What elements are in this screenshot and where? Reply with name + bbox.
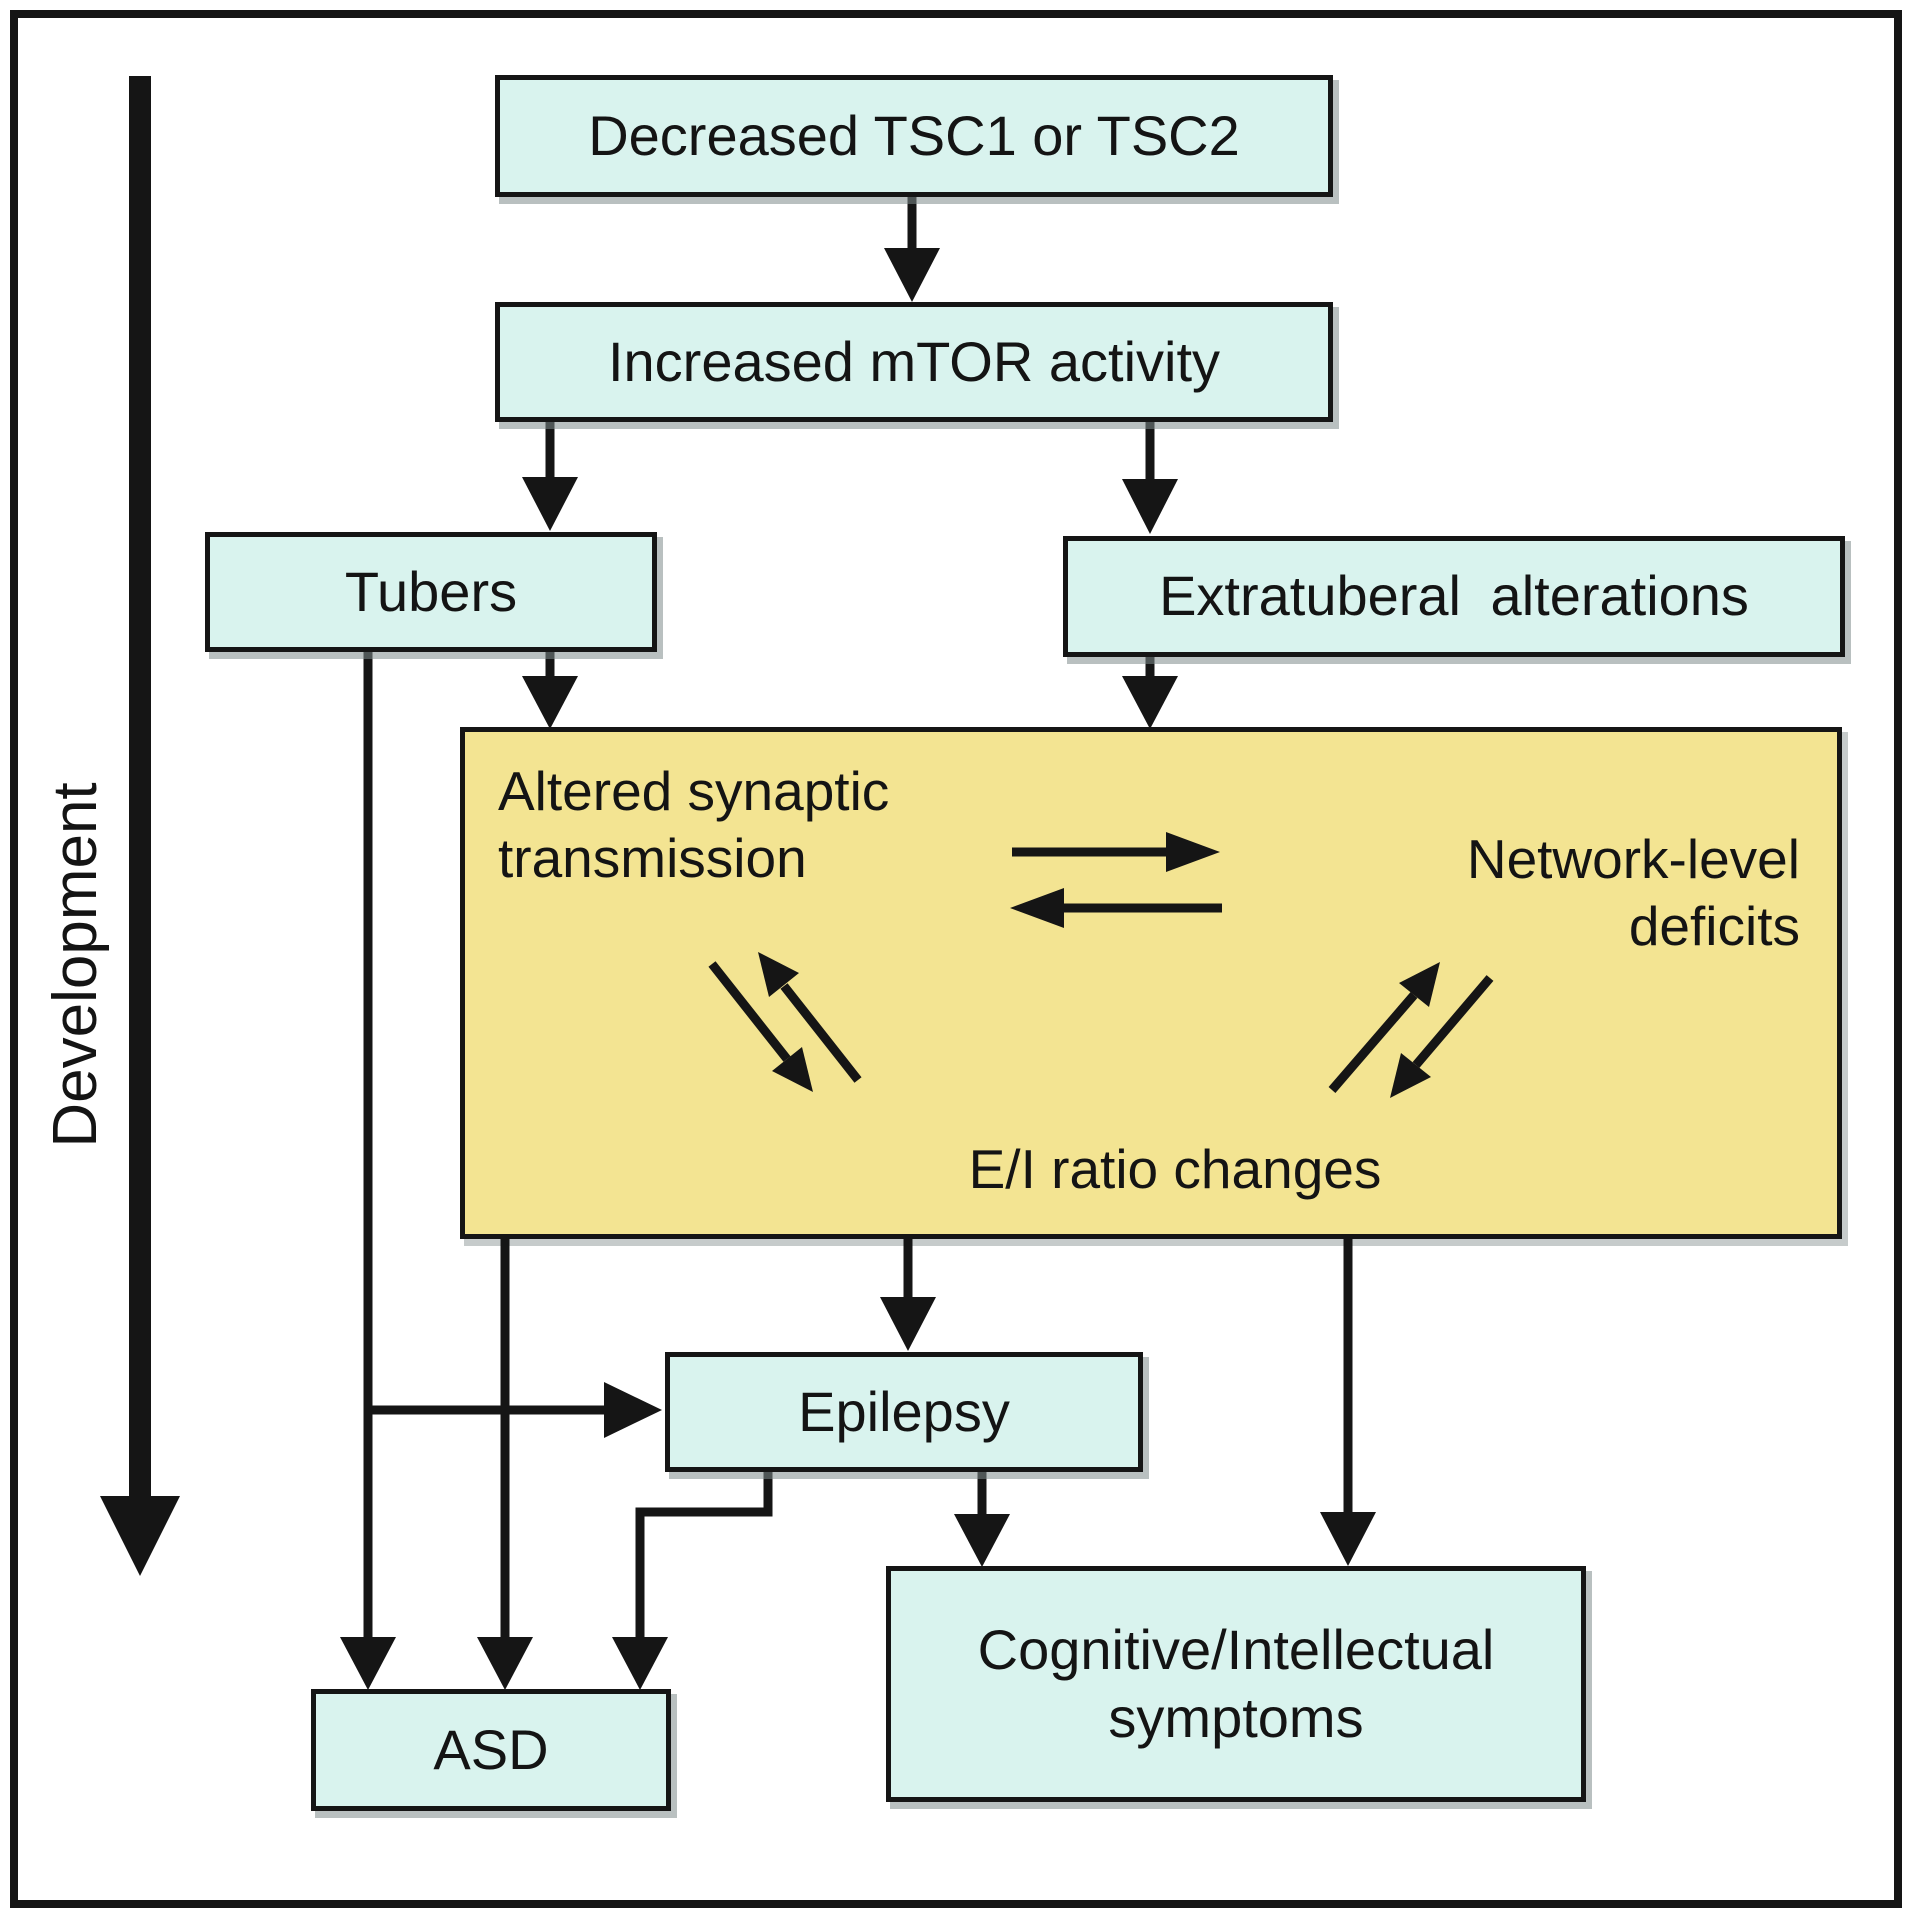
node-decreased-tsc-label: Decreased TSC1 or TSC2	[588, 103, 1240, 167]
label-ei-ratio: E/I ratio changes	[968, 1138, 1382, 1200]
arrow-ei-to-altered-head-icon	[758, 952, 799, 997]
arrow-extratuberal-to-eibox-head-icon	[1122, 676, 1178, 729]
development-axis-label: Development	[41, 782, 110, 1148]
arrow-altered-to-network-head-icon	[1166, 832, 1220, 872]
node-asd: ASD	[311, 1689, 671, 1811]
node-cognitive-line1: Cognitive/Intellectual	[977, 1617, 1495, 1681]
arrow-tsc-to-mtor-head-icon	[884, 248, 940, 302]
node-asd-label: ASD	[433, 1717, 549, 1781]
ei-interaction-box	[460, 727, 1842, 1239]
label-altered-line1: Altered synaptic	[498, 760, 890, 822]
node-cognitive-line2: symptoms	[1108, 1686, 1364, 1749]
node-increased-mtor-label: Increased mTOR activity	[607, 329, 1221, 393]
arrow-ei-to-network-head-icon	[1399, 962, 1440, 1007]
node-extratuberal-label: Extratuberal alterations	[1159, 564, 1749, 628]
node-decreased-tsc: Decreased TSC1 or TSC2	[495, 75, 1333, 197]
outer-border	[10, 10, 1902, 1908]
arrow-tubers-to-eibox-head-icon	[522, 676, 578, 729]
arrow-network-to-ei-head-icon	[1390, 1053, 1431, 1098]
arrow-altered-to-ei	[708, 961, 791, 1062]
label-network-line1: Network-level	[1466, 828, 1800, 890]
label-network-line2: deficits	[1628, 895, 1800, 958]
arrow-epilepsy-to-cognitive-head-icon	[954, 1514, 1010, 1567]
arrow-altered-to-ei-head-icon	[772, 1047, 813, 1092]
arrow-mtor-to-tubers-head-icon	[522, 477, 578, 531]
development-arrow-head-icon	[100, 1496, 180, 1576]
label-network-deficits: Network-level deficits	[1330, 826, 1800, 960]
node-epilepsy-label: Epilepsy	[798, 1379, 1010, 1443]
arrow-epilepsy-to-asd-head-icon	[612, 1637, 668, 1690]
arrow-eibox-to-asd-head-icon	[477, 1637, 533, 1690]
node-cognitive: Cognitive/Intellectual symptoms	[886, 1566, 1586, 1802]
arrow-eibox-to-cognitive-head-icon	[1320, 1512, 1376, 1566]
label-altered-line2: transmission	[498, 827, 807, 890]
arrow-network-to-altered-head-icon	[1010, 888, 1064, 928]
arrow-tubers-to-asd-head-icon	[340, 1637, 396, 1690]
node-tubers-label: Tubers	[344, 559, 518, 623]
arrow-network-to-ei	[1412, 975, 1494, 1068]
arrow-epilepsy-to-asd	[635, 1470, 773, 1641]
arrow-mtor-to-extratuberal-head-icon	[1122, 479, 1178, 534]
label-altered-synaptic: Altered synaptic transmission	[498, 758, 1118, 892]
arrow-ei-to-network	[1328, 992, 1418, 1093]
arrow-tubers-to-epilepsy-head-icon	[604, 1382, 662, 1438]
arrow-eibox-to-epilepsy-head-icon	[880, 1297, 936, 1351]
node-epilepsy: Epilepsy	[665, 1352, 1143, 1472]
node-extratuberal: Extratuberal alterations	[1063, 536, 1845, 657]
node-increased-mtor: Increased mTOR activity	[495, 302, 1333, 422]
node-tubers: Tubers	[205, 532, 657, 652]
arrow-ei-to-altered	[780, 983, 862, 1083]
